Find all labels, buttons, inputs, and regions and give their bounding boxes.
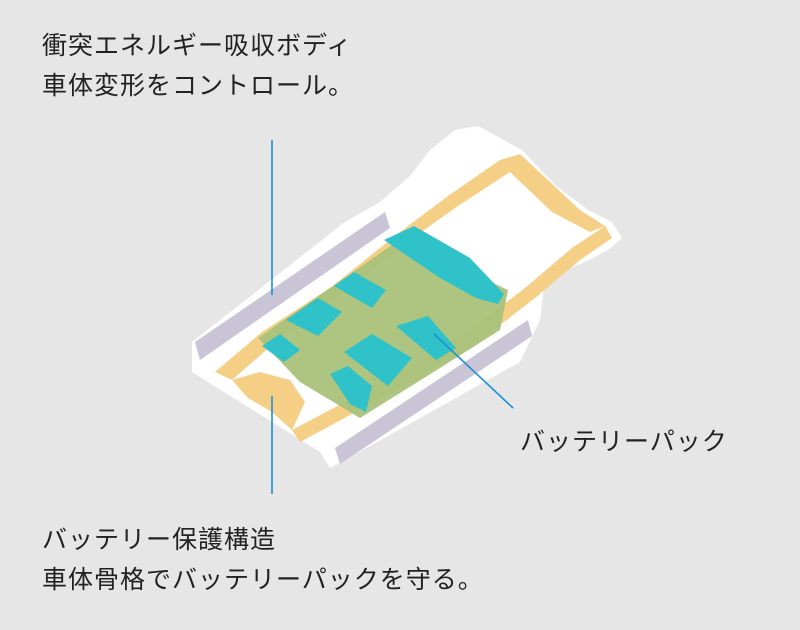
label-energy-absorbing-body-line2: 車体変形をコントロール。	[42, 71, 355, 100]
label-battery-pack: バッテリーパック	[520, 427, 728, 456]
frame-front-member	[232, 372, 305, 430]
battery-cell-5	[344, 334, 412, 386]
side-rail-left	[195, 212, 390, 360]
label-energy-absorbing-body-line1: 衝突エネルギー吸収ボディ	[42, 31, 353, 60]
battery-cell-6	[396, 316, 456, 360]
battery-cell-1	[384, 226, 504, 304]
battery-cell-2	[334, 272, 386, 308]
label-energy-absorbing-body: 衝突エネルギー吸収ボディ 車体変形をコントロール。	[42, 26, 354, 106]
label-battery-protection-structure-line2: 車体骨格でバッテリーパックを守る。	[42, 565, 484, 594]
side-rail-right	[335, 320, 532, 464]
label-battery-protection-structure-line1: バッテリー保護構造	[42, 525, 277, 554]
label-battery-protection-structure: バッテリー保護構造 車体骨格でバッテリーパックを守る。	[42, 520, 484, 600]
battery-cell-3	[286, 298, 342, 336]
leader-line-battery	[433, 333, 514, 409]
battery-tray	[258, 236, 508, 418]
frame-rear-member	[500, 154, 605, 232]
battery-cell-7	[330, 366, 372, 412]
battery-cell-4	[262, 334, 300, 362]
